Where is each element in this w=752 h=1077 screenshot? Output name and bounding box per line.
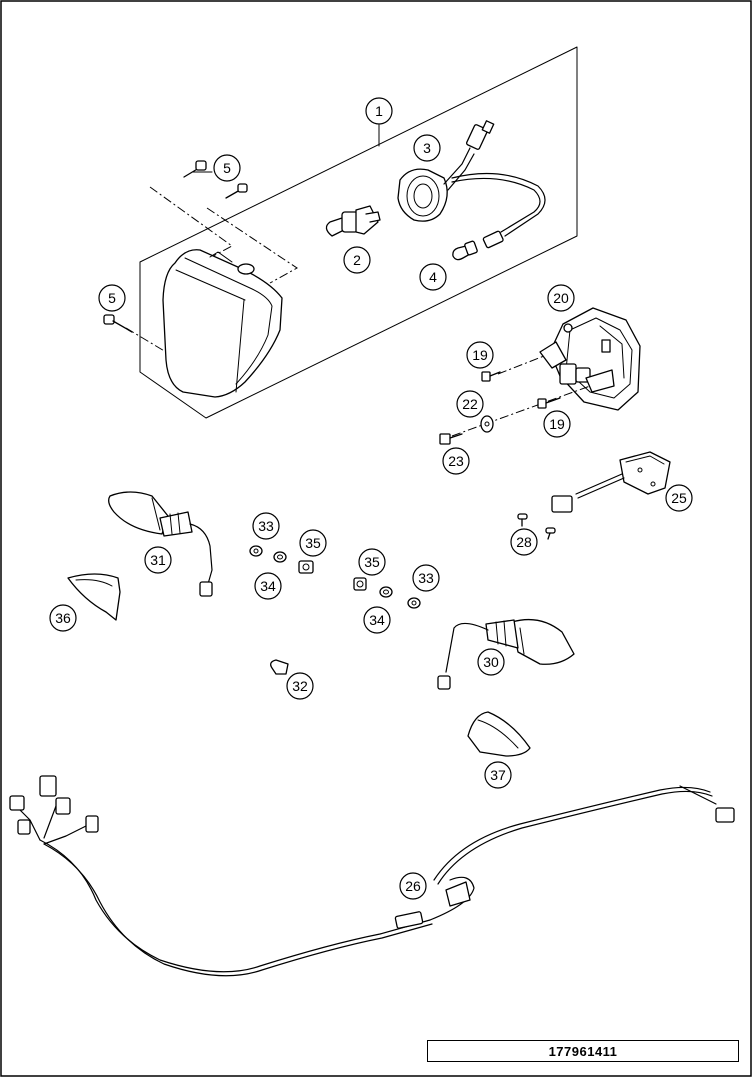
indicator-bulb-part-32 bbox=[270, 659, 289, 675]
svg-text:23: 23 bbox=[448, 453, 464, 469]
screw-part-5a bbox=[183, 160, 207, 178]
callout-19-upper: 19 bbox=[466, 341, 494, 369]
svg-text:22: 22 bbox=[462, 396, 478, 412]
washer-part-34a bbox=[273, 551, 287, 563]
svg-text:36: 36 bbox=[55, 610, 71, 626]
callout-28: 28 bbox=[510, 528, 538, 556]
svg-text:37: 37 bbox=[490, 767, 506, 783]
parking-bulb-part-4 bbox=[452, 240, 478, 261]
callout-22: 22 bbox=[456, 390, 484, 418]
callout-23: 23 bbox=[442, 447, 470, 475]
screw-part-28b bbox=[545, 527, 556, 540]
washer-part-22 bbox=[480, 415, 494, 433]
callout-1: 1 bbox=[365, 97, 393, 125]
bulb-socket-part-3 bbox=[397, 120, 546, 249]
svg-text:34: 34 bbox=[369, 612, 385, 628]
svg-text:33: 33 bbox=[418, 570, 434, 586]
turn-signal-part-31 bbox=[108, 491, 213, 597]
callout-35-right: 35 bbox=[358, 548, 386, 576]
callout-3: 3 bbox=[413, 134, 441, 162]
callout-34-left: 34 bbox=[254, 572, 282, 600]
screw-part-19b bbox=[537, 397, 561, 409]
svg-text:34: 34 bbox=[260, 578, 276, 594]
svg-text:35: 35 bbox=[364, 554, 380, 570]
svg-text:31: 31 bbox=[150, 552, 166, 568]
svg-text:19: 19 bbox=[472, 347, 488, 363]
screw-part-19a bbox=[481, 371, 501, 382]
callout-35-left: 35 bbox=[299, 529, 327, 557]
washer-part-34b bbox=[379, 586, 393, 598]
callout-33-left: 33 bbox=[252, 512, 280, 540]
headlight-housing bbox=[162, 249, 283, 398]
turn-signal-part-30 bbox=[437, 618, 575, 690]
svg-text:4: 4 bbox=[429, 269, 437, 285]
callout-26: 26 bbox=[399, 872, 427, 900]
washer-part-33b bbox=[407, 597, 421, 609]
svg-text:28: 28 bbox=[516, 534, 532, 550]
callout-34-right: 34 bbox=[363, 606, 391, 634]
svg-text:5: 5 bbox=[108, 290, 116, 306]
nut-part-23 bbox=[439, 433, 463, 445]
callout-36: 36 bbox=[49, 604, 77, 632]
nut-part-35b bbox=[353, 577, 367, 591]
screw-part-5b bbox=[225, 183, 248, 199]
callout-5-left: 5 bbox=[98, 284, 126, 312]
headlight-bulb-part-2 bbox=[325, 205, 381, 237]
indicator-lens-part-36 bbox=[67, 573, 121, 621]
callout-30: 30 bbox=[477, 648, 505, 676]
tail-light-part-20 bbox=[451, 307, 641, 437]
callout-20: 20 bbox=[547, 284, 575, 312]
license-plate-lamp-part-25 bbox=[551, 451, 671, 513]
svg-text:32: 32 bbox=[292, 678, 308, 694]
screw-part-5c bbox=[103, 314, 133, 333]
svg-text:30: 30 bbox=[483, 654, 499, 670]
callout-32: 32 bbox=[286, 672, 314, 700]
svg-text:25: 25 bbox=[671, 490, 687, 506]
callout-5-top: 5 bbox=[213, 154, 241, 182]
washer-part-33a bbox=[249, 545, 263, 557]
svg-text:20: 20 bbox=[553, 290, 569, 306]
callout-31: 31 bbox=[144, 546, 172, 574]
callout-2: 2 bbox=[343, 246, 371, 274]
callout-37: 37 bbox=[484, 761, 512, 789]
svg-text:26: 26 bbox=[405, 878, 421, 894]
callout-4: 4 bbox=[419, 263, 447, 291]
indicator-lens-part-37 bbox=[467, 711, 531, 757]
drawing-number-box: 177961411 bbox=[427, 1040, 739, 1062]
screw-part-28a bbox=[517, 513, 528, 527]
svg-text:33: 33 bbox=[258, 518, 274, 534]
svg-text:35: 35 bbox=[305, 535, 321, 551]
svg-text:5: 5 bbox=[223, 160, 231, 176]
callout-33-right: 33 bbox=[412, 564, 440, 592]
svg-text:2: 2 bbox=[353, 252, 361, 268]
wiring-harness-part-26 bbox=[9, 775, 735, 977]
svg-text:19: 19 bbox=[549, 416, 565, 432]
callout-25: 25 bbox=[665, 484, 693, 512]
nut-part-35a bbox=[298, 560, 314, 574]
drawing-number: 177961411 bbox=[548, 1043, 618, 1059]
svg-text:3: 3 bbox=[423, 140, 431, 156]
svg-text:1: 1 bbox=[375, 103, 383, 119]
callout-19-lower: 19 bbox=[543, 410, 571, 438]
